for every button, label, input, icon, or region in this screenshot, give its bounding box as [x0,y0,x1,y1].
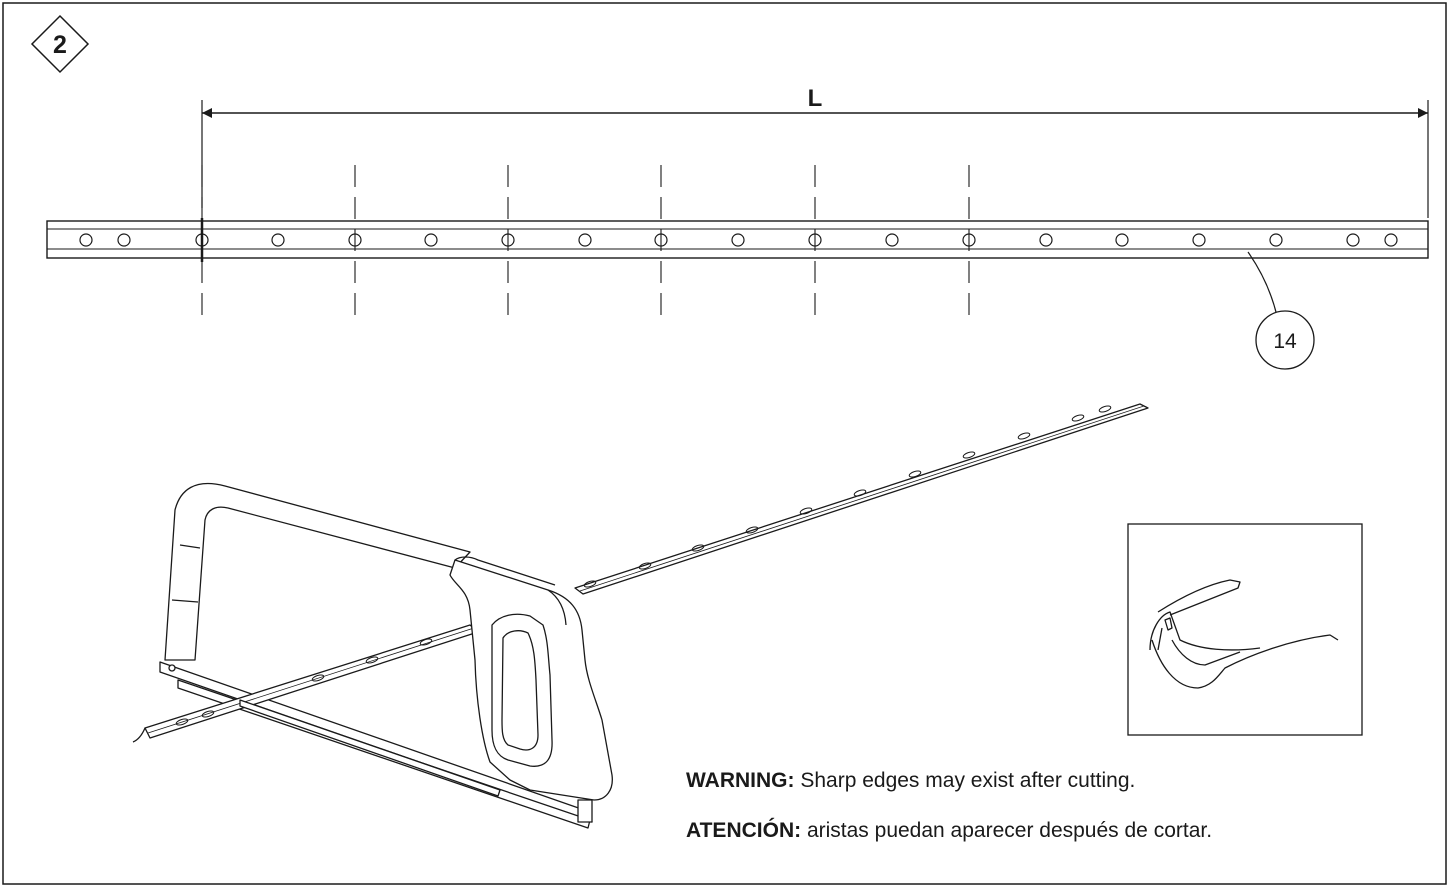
atencion-label: ATENCIÓN: [686,819,802,842]
dimension-label: L [808,85,823,112]
safety-glasses-icon [1127,523,1363,736]
rail-top-view [46,165,1429,320]
step-number: 2 [53,31,67,59]
rail-holes [79,233,1398,247]
atencion-text: aristas puedan aparecer después de corta… [806,819,1213,842]
warning-label: WARNING: [686,769,795,792]
rail-iso-holes [583,405,1112,588]
warning-english: WARNING: Sharp edges may exist after cut… [686,769,1135,793]
step-badge: 2 [30,14,90,74]
length-dimension: L [201,85,1429,218]
hacksaw-icon [132,403,1149,829]
part-number: 14 [1273,330,1297,353]
warning-text: Sharp edges may exist after cutting. [800,769,1136,792]
part-callout: 14 [1247,251,1315,370]
warning-spanish: ATENCIÓN: aristas puedan aparecer despué… [686,819,1212,843]
cut-lines [201,165,970,320]
